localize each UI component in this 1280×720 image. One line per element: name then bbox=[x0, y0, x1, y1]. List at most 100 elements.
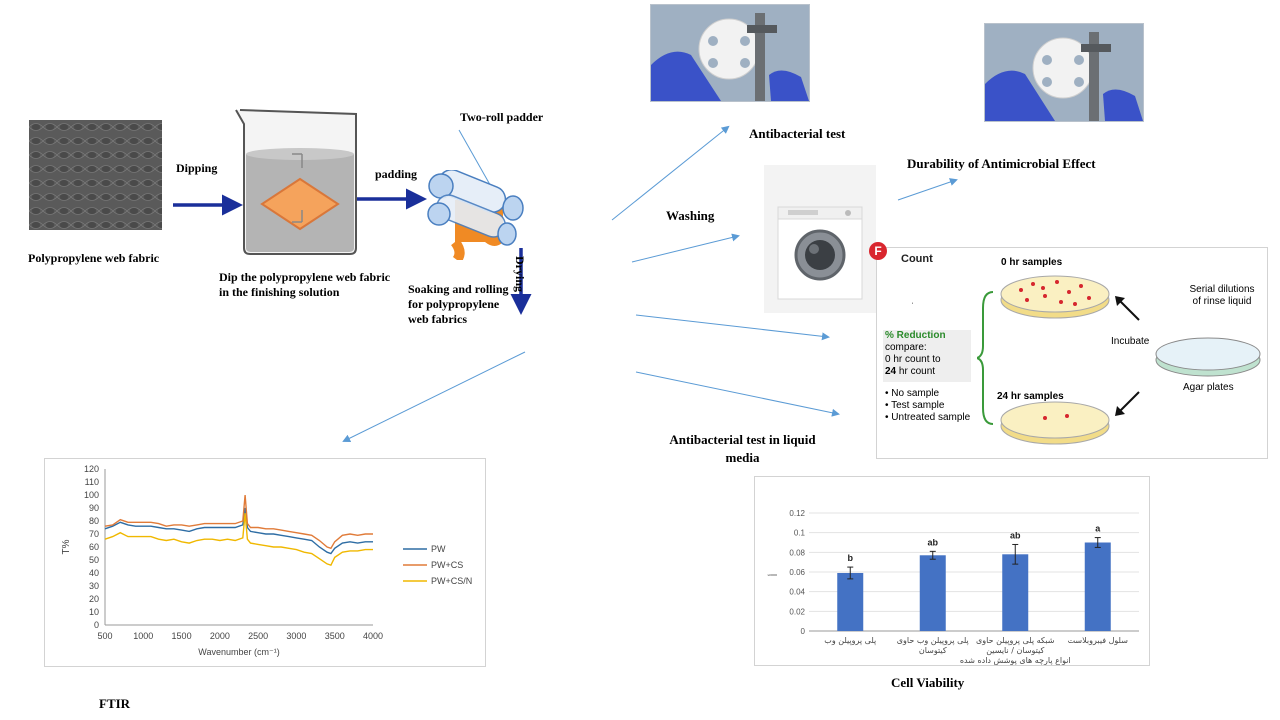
liquid-caption-line2: media bbox=[725, 450, 760, 465]
cell-bar bbox=[919, 555, 946, 631]
ftir-y-tick-label: 20 bbox=[89, 594, 99, 604]
bullet-test-sample: • Test sample bbox=[885, 400, 945, 411]
ftir-y-tick-label: 80 bbox=[89, 516, 99, 526]
arrow-to-liquid-panel bbox=[635, 314, 830, 341]
padding-label: padding bbox=[375, 167, 418, 181]
washing-machine-photo bbox=[764, 165, 876, 313]
ftir-y-axis-label: T% bbox=[61, 539, 72, 554]
dipping-label: Dipping bbox=[176, 161, 218, 175]
liquid-media-caption: Antibacterial test in liquid media bbox=[645, 431, 840, 467]
reduction-line3: 24 hr count bbox=[885, 366, 971, 378]
dip-caption: Dip the polypropylene web fabric in the … bbox=[219, 270, 390, 300]
ftir-series-line bbox=[104, 507, 373, 555]
cell-bar bbox=[837, 572, 864, 631]
cell-significance-label: b bbox=[848, 553, 854, 563]
ftir-y-tick-label: 30 bbox=[89, 581, 99, 591]
liquid-caption-line1: Antibacterial test in liquid bbox=[669, 432, 816, 447]
cell-y-tick-label: 0.04 bbox=[789, 588, 805, 597]
arrow-to-antibacterial bbox=[611, 125, 730, 221]
ftir-y-tick-label: 50 bbox=[89, 555, 99, 565]
durability-label: Durability of Antimicrobial Effect bbox=[907, 156, 1096, 171]
cell-y-tick-label: 0.08 bbox=[789, 548, 805, 557]
bullet-untreated-sample: • Untreated sample bbox=[885, 412, 971, 423]
ftir-y-tick-label: 0 bbox=[94, 620, 99, 630]
fabric-photo bbox=[29, 120, 162, 230]
bottom-roller-end bbox=[497, 222, 517, 246]
arrow-to-durability bbox=[897, 178, 958, 201]
ftir-y-tick-label: 70 bbox=[89, 529, 99, 539]
antibacterial-label: Antibacterial test bbox=[749, 126, 846, 141]
two-roll-padder-label: Two-roll padder bbox=[460, 110, 544, 124]
serial-dilutions: Serial dilutions of rinse liquid bbox=[1177, 284, 1267, 308]
cell-y-tick-label: 0.12 bbox=[789, 509, 805, 518]
ftir-y-tick-label: 60 bbox=[89, 542, 99, 552]
sample-bullets: • No sample • Test sample • Untreated sa… bbox=[885, 388, 970, 424]
ftir-y-tick-label: 40 bbox=[89, 568, 99, 578]
bullet-no-sample: • No sample bbox=[885, 388, 940, 399]
incubate-arrow-up bbox=[1115, 296, 1140, 321]
cell-bar bbox=[1002, 554, 1029, 631]
cell-y-tick-label: 0.1 bbox=[794, 529, 806, 538]
cell-category-label: سلول فیبروبلاست bbox=[1068, 636, 1129, 645]
cell-y-tick-label: 0.06 bbox=[789, 568, 805, 577]
cell-bar bbox=[1084, 542, 1111, 631]
cell-significance-label: ab bbox=[1010, 530, 1021, 540]
padder-pointer bbox=[458, 129, 494, 191]
soak-caption: Soaking and rolling for polypropylene we… bbox=[408, 282, 509, 327]
beaker-illustration bbox=[235, 109, 357, 255]
ftir-x-tick-label: 500 bbox=[97, 631, 112, 641]
padder-illustration bbox=[427, 170, 524, 260]
arrow-to-liquid-test bbox=[635, 371, 840, 417]
drying-label: Drying bbox=[513, 256, 527, 292]
ftir-y-tick-label: 110 bbox=[85, 477, 99, 487]
soak-caption-line1: Soaking and rolling bbox=[408, 282, 509, 296]
count-mark: ˌ bbox=[911, 294, 914, 304]
cell-significance-label: ab bbox=[927, 537, 938, 547]
reduction-title: % Reduction bbox=[885, 330, 946, 341]
cell-category-label: انواع پارچه های پوشش داده شده bbox=[960, 656, 1071, 665]
dip-caption-line1: Dip the polypropylene web fabric bbox=[219, 270, 391, 284]
cell-y-axis-label: ﺃ bbox=[767, 574, 779, 577]
ftir-x-tick-label: 3500 bbox=[325, 631, 345, 641]
fabric-sample-in-beaker bbox=[260, 177, 340, 231]
ftir-legend-label: PW+CS/N bbox=[431, 576, 472, 586]
ftir-chart: 0 10 20 30 40 50 60 70 80 90 100 110 120 500 1000 1500 2… bbox=[61, 464, 472, 657]
ftir-series-line bbox=[104, 494, 373, 550]
twentyfour-hr-dish bbox=[1000, 401, 1110, 445]
zero-hr-dish bbox=[1000, 275, 1110, 319]
ftir-legend-label: PW bbox=[431, 544, 446, 554]
ftir-x-tick-label: 3000 bbox=[286, 631, 306, 641]
cell-category-label: کیتوسان bbox=[919, 646, 947, 655]
reduction-box: % Reduction compare: 0 hr count to 24 hr… bbox=[883, 330, 971, 382]
zero-hr-label: 0 hr samples bbox=[1001, 257, 1063, 268]
incubate-arrow-down bbox=[1115, 391, 1140, 416]
reduction-line1: compare: bbox=[885, 342, 927, 353]
cell-y-tick-label: 0.02 bbox=[789, 607, 805, 616]
cell-category-label: پلی پروپیلن وب bbox=[824, 636, 876, 645]
dip-caption-line2: in the finishing solution bbox=[219, 285, 340, 299]
durability-photo bbox=[984, 23, 1144, 122]
agar-plates-label: Agar plates bbox=[1183, 382, 1234, 393]
arrow-to-washer bbox=[631, 233, 740, 263]
ftir-y-tick-label: 90 bbox=[89, 503, 99, 513]
ftir-x-tick-label: 1000 bbox=[133, 631, 153, 641]
ftir-x-tick-label: 2000 bbox=[210, 631, 230, 641]
soak-caption-line3: web fabrics bbox=[408, 312, 467, 326]
ftir-x-tick-label: 1500 bbox=[172, 631, 192, 641]
ftir-y-tick-label: 10 bbox=[89, 607, 99, 617]
antibacterial-photo bbox=[650, 4, 810, 102]
agar-plate bbox=[1155, 337, 1261, 377]
serial-line1: Serial dilutions bbox=[1189, 284, 1255, 295]
green-brace bbox=[977, 291, 994, 425]
washing-label: Washing bbox=[666, 208, 715, 223]
ftir-y-tick-label: 120 bbox=[84, 464, 99, 474]
arrow-to-ftir bbox=[342, 351, 526, 442]
ftir-y-tick-label: 100 bbox=[84, 490, 99, 500]
ftir-x-axis-label: Wavenumber (cm⁻¹) bbox=[198, 647, 279, 657]
ftir-label: FTIR bbox=[99, 696, 131, 711]
ftir-legend-label: PW+CS bbox=[431, 560, 463, 570]
liquid-media-panel: F Count ˌ % Reduction compare: 0 hr coun… bbox=[869, 242, 1268, 459]
ftir-series-line bbox=[104, 513, 373, 567]
